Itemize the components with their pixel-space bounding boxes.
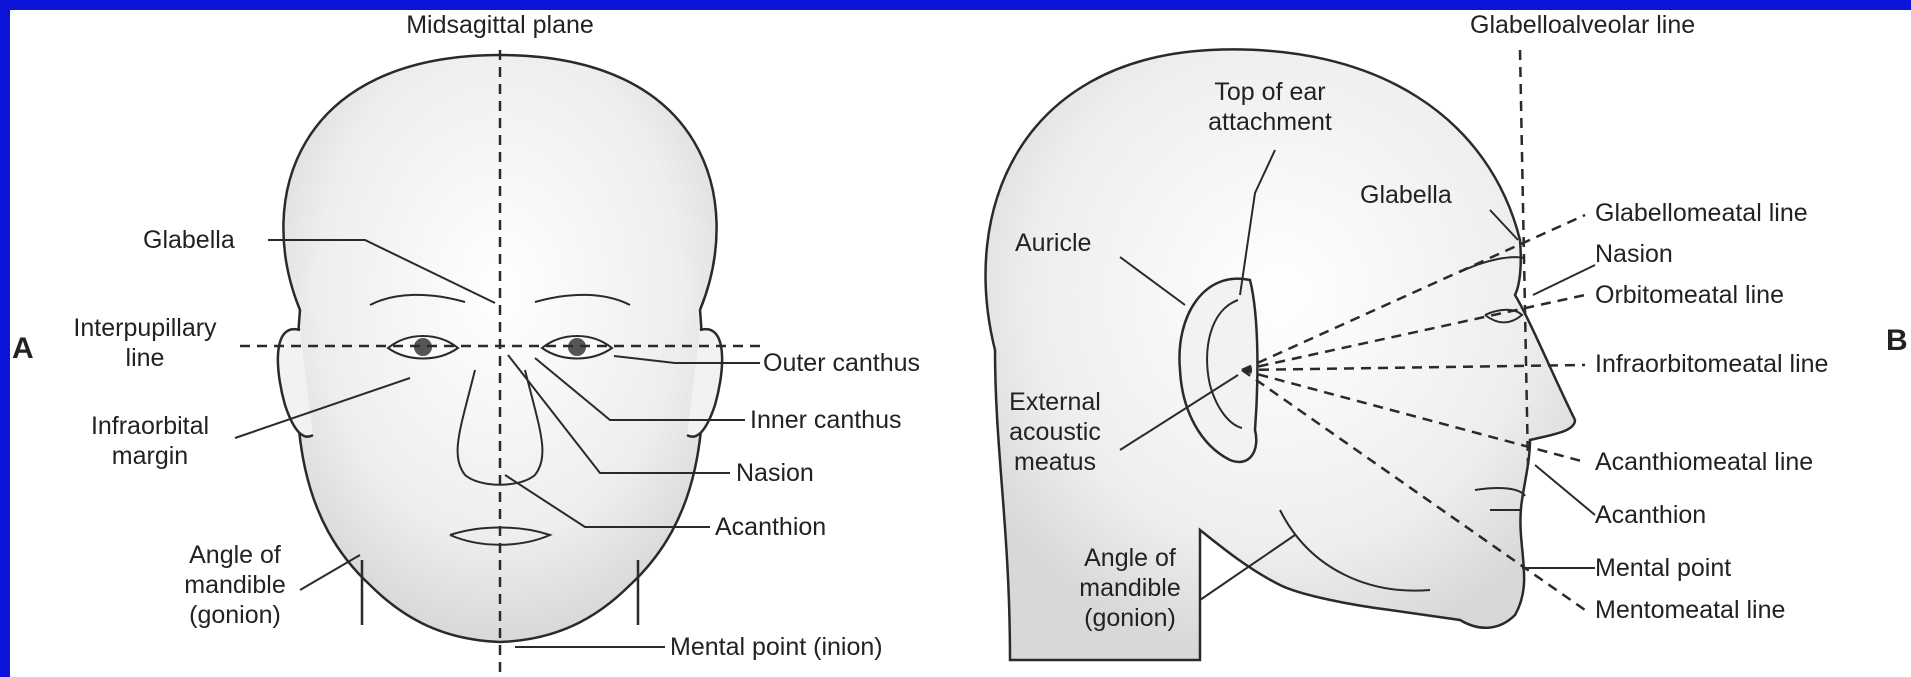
external-line1: External xyxy=(980,387,1130,417)
acanthion-label-a: Acanthion xyxy=(715,512,826,542)
panel-letter-a: A xyxy=(12,334,34,364)
top-ear-line1: Top of ear xyxy=(1180,77,1360,107)
interpupillary-label: Interpupillary line xyxy=(50,313,240,373)
glabella-label: Glabella xyxy=(143,225,235,255)
acanthiomeatal-line-label: Acanthiomeatal line xyxy=(1595,447,1813,477)
infraorbital-margin-label: Infraorbital margin xyxy=(65,411,235,471)
glabellomeatal-line-label: Glabellomeatal line xyxy=(1595,198,1808,228)
midsagittal-plane-label: Midsagittal plane xyxy=(380,10,620,40)
mental-point-label-b: Mental point xyxy=(1595,553,1731,583)
orbitomeatal-line-label: Orbitomeatal line xyxy=(1595,280,1784,310)
angle-a-line3: (gonion) xyxy=(170,600,300,630)
top-of-ear-attachment-label: Top of ear attachment xyxy=(1180,77,1360,137)
outer-canthus-label: Outer canthus xyxy=(763,348,920,378)
angle-a-line2: mandible xyxy=(170,570,300,600)
angle-of-mandible-label-b: Angle of mandible (gonion) xyxy=(1065,543,1195,633)
infraorbitomeatal-line-label: Infraorbitomeatal line xyxy=(1595,349,1828,379)
nasion-label-b: Nasion xyxy=(1595,239,1673,269)
leader-acanthion-b xyxy=(1535,465,1595,515)
infraorbital-label-line1: Infraorbital xyxy=(65,411,235,441)
glabelloalveolar-line-label: Glabelloalveolar line xyxy=(1470,10,1695,40)
angle-b-line3: (gonion) xyxy=(1065,603,1195,633)
external-acoustic-meatus-label: External acoustic meatus xyxy=(980,387,1130,477)
interpupillary-label-line1: Interpupillary xyxy=(50,313,240,343)
mental-point-label-a: Mental point (inion) xyxy=(670,632,883,662)
angle-b-line2: mandible xyxy=(1065,573,1195,603)
auricle-label: Auricle xyxy=(1015,228,1091,258)
leader-nasion-b xyxy=(1533,265,1595,295)
mentomeatal-line-label: Mentomeatal line xyxy=(1595,595,1785,625)
angle-b-line1: Angle of xyxy=(1065,543,1195,573)
angle-a-line1: Angle of xyxy=(170,540,300,570)
diagram-panel: A Midsagittal plane Glabella Interpupill… xyxy=(10,10,1911,677)
glabella-label-b: Glabella xyxy=(1360,180,1452,210)
interpupillary-label-line2: line xyxy=(50,343,240,373)
angle-of-mandible-label-a: Angle of mandible (gonion) xyxy=(170,540,300,630)
infraorbital-label-line2: margin xyxy=(65,441,235,471)
top-ear-line2: attachment xyxy=(1180,107,1360,137)
nasion-label-a: Nasion xyxy=(736,458,814,488)
external-line3: meatus xyxy=(980,447,1130,477)
acanthion-label-b: Acanthion xyxy=(1595,500,1706,530)
external-line2: acoustic xyxy=(980,417,1130,447)
inner-canthus-label: Inner canthus xyxy=(750,405,902,435)
leader-angle xyxy=(300,555,360,590)
panel-letter-b: B xyxy=(1886,326,1908,356)
